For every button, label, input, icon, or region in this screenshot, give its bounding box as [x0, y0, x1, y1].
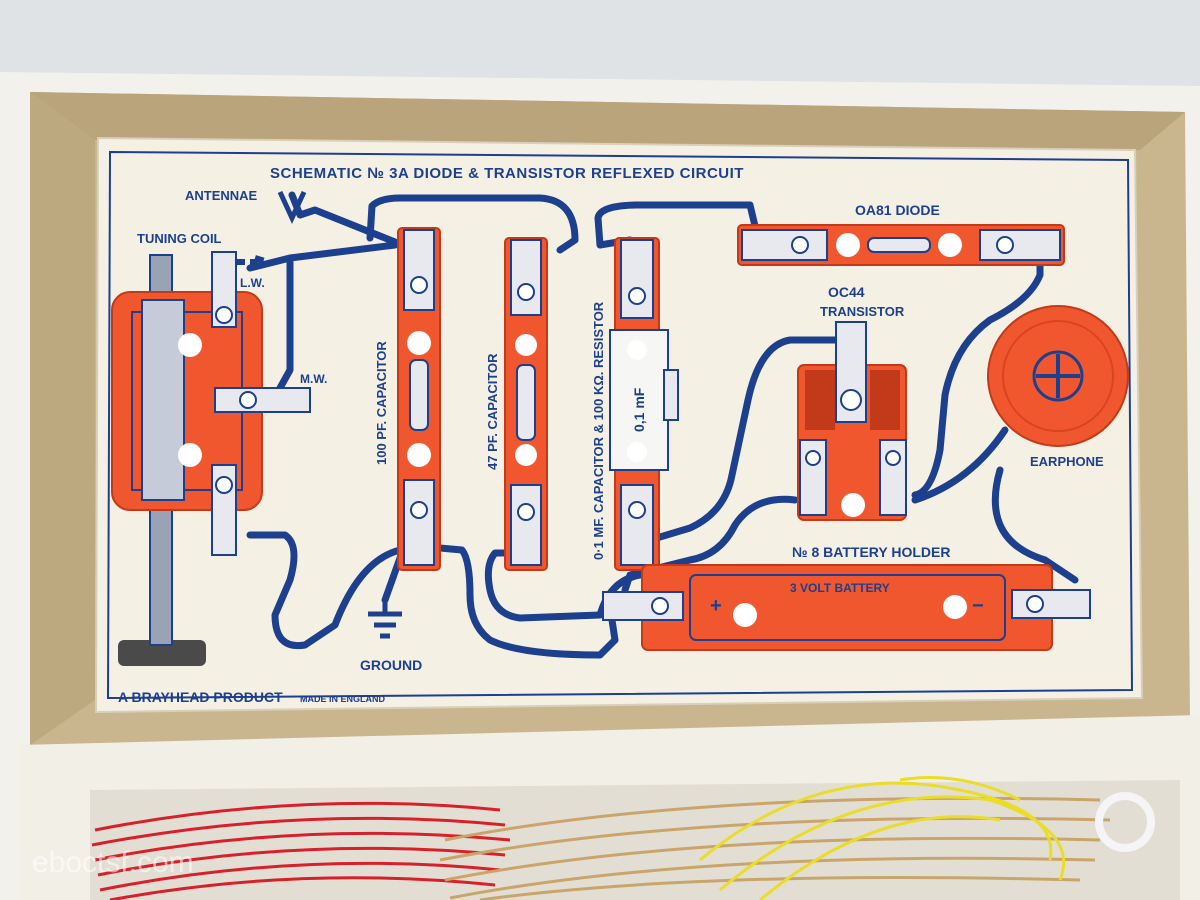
ground-symbol: [368, 600, 402, 639]
cap-resistor-label: 0·1 MF. CAPACITOR & 100 KΩ. RESISTOR: [591, 301, 606, 560]
wire-ring: [1095, 792, 1155, 852]
parts-tray: [20, 715, 1200, 900]
lw-label: L.W.: [240, 276, 265, 290]
yellow-wire-coil: [699, 776, 1066, 900]
red-wire-coil: [91, 801, 511, 900]
cap47-label: 47 PF. CAPACITOR: [485, 353, 500, 470]
diode-oa81: [737, 224, 1065, 266]
transistor-name-label: OC44: [828, 284, 865, 300]
ground-label: GROUND: [360, 657, 422, 673]
tuning-coil: [111, 251, 311, 666]
transistor-label: TRANSISTOR: [820, 304, 905, 319]
schematic-board: SCHEMATIC № 3A DIODE & TRANSISTOR REFLEX…: [94, 136, 1144, 714]
earphone: [987, 305, 1129, 447]
capacitor-100pf: [397, 227, 441, 571]
battery-holder: + −: [602, 564, 1091, 651]
antenna-symbol: [277, 190, 307, 224]
battery-label: 3 VOLT BATTERY: [790, 581, 890, 595]
diode-label: OA81 DIODE: [855, 202, 940, 218]
schematic-title: SCHEMATIC № 3A DIODE & TRANSISTOR REFLEX…: [270, 165, 744, 182]
watermark: eboctsf.com: [32, 846, 194, 879]
battery-minus: −: [972, 595, 984, 617]
mw-label: M.W.: [300, 372, 327, 386]
tuning-coil-label: TUNING COIL: [137, 231, 222, 246]
capacitor-value-label: 0,1 mF: [631, 387, 647, 432]
made-in-label: MADE IN ENGLAND: [300, 694, 385, 704]
capacitor-resistor: 0,1 mF: [609, 237, 679, 571]
transistor-oc44: [797, 321, 907, 521]
earphone-label: EARPHONE: [1030, 454, 1104, 469]
capacitor-47pf: [504, 237, 548, 571]
wiring: [156, 191, 1079, 659]
cap100-label: 100 PF. CAPACITOR: [374, 341, 389, 465]
antennae-label: ANTENNAE: [185, 188, 258, 203]
battery-plus: +: [710, 595, 722, 617]
brand-label: A BRAYHEAD PRODUCT: [118, 689, 283, 705]
battery-holder-label: № 8 BATTERY HOLDER: [792, 544, 950, 560]
